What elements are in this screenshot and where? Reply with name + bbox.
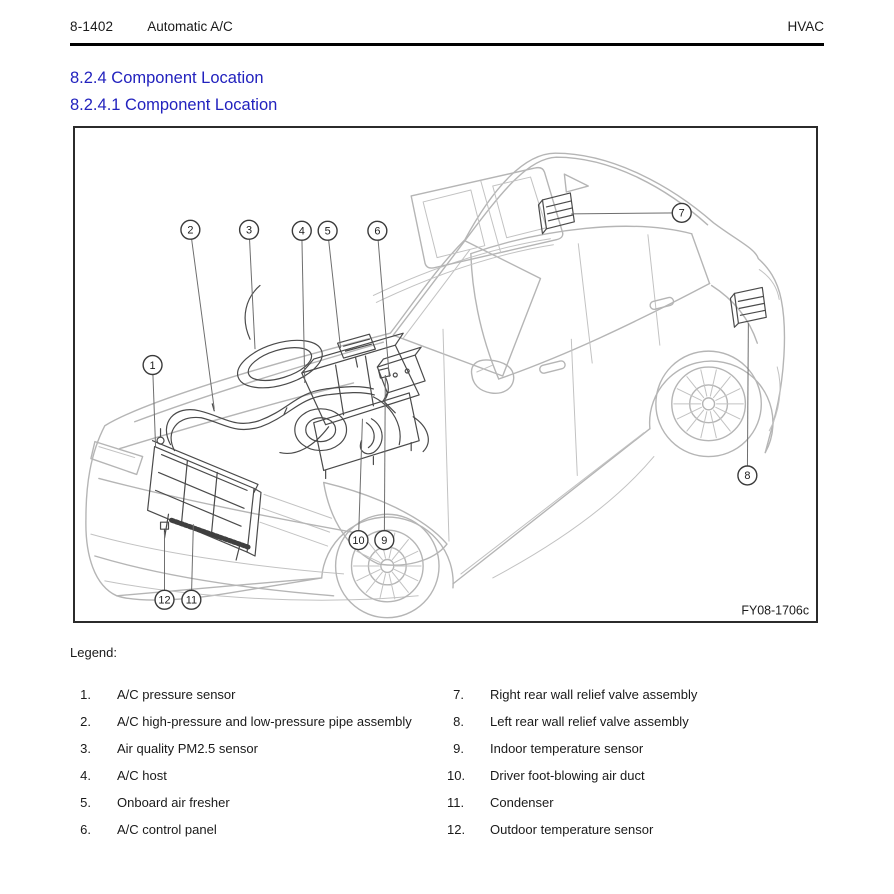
rear-wheel	[655, 350, 762, 457]
callout-7: 7	[571, 202, 692, 223]
legend-item-number: 5.	[80, 794, 91, 810]
callout-number: 7	[679, 207, 685, 219]
callout-5: 5	[317, 220, 342, 348]
legend-item-number: 4.	[80, 767, 91, 783]
legend-item-number: 12.	[447, 821, 466, 837]
subheading-component-location: 8.2.4.1 Component Location	[70, 95, 278, 114]
legend-item-label: Indoor temperature sensor	[490, 740, 644, 756]
legend-item-number: 6.	[80, 821, 91, 837]
rear-vent-drawing	[729, 286, 767, 328]
legend-item-1: 1. A/C pressure sensor	[70, 687, 447, 703]
section-title: Automatic A/C	[147, 19, 233, 34]
legend-item-4: 4. A/C host	[70, 768, 447, 784]
wheel-spokes	[352, 369, 744, 600]
legend-item-label: Outdoor temperature sensor	[490, 821, 654, 837]
legend-item-label: Right rear wall relief valve assembly	[490, 686, 698, 702]
callout-number: 10	[352, 535, 364, 547]
legend-item-label: Condenser	[490, 794, 554, 810]
front-wheel	[334, 513, 440, 619]
callout-number: 9	[381, 535, 387, 547]
legend-item-number: 2.	[80, 713, 91, 729]
page-number: 8-1402	[70, 19, 114, 34]
manual-page: 8-1402 Automatic A/C HVAC 8.2.4 Componen…	[70, 19, 824, 849]
legend-item-12: 12. Outdoor temperature sensor	[447, 822, 824, 838]
callout-9: 9	[374, 374, 395, 550]
running-header: 8-1402 Automatic A/C HVAC	[70, 19, 824, 34]
callout-12: 12	[154, 531, 175, 610]
callout-number: 1	[150, 360, 156, 372]
callout-2: 2	[180, 219, 215, 409]
legend-item-10: 10. Driver foot-blowing air duct	[447, 768, 824, 784]
legend-item-7: 7. Right rear wall relief valve assembly	[447, 687, 824, 703]
legend-item-number: 3.	[80, 740, 91, 756]
air-duct-drawing	[237, 284, 323, 389]
callout-number: 8	[744, 470, 750, 482]
air-fresher-drawing	[336, 333, 376, 368]
legend-list: 1. A/C pressure sensor 2. A/C high-pressure…	[70, 687, 824, 849]
legend-item-label: Left rear wall relief valve assembly	[490, 713, 689, 729]
callout-number: 5	[325, 225, 331, 237]
legend-item-number: 1.	[80, 686, 91, 702]
legend-column-right: 7. Right rear wall relief valve assembly 8…	[447, 687, 824, 849]
callout-number: 3	[246, 224, 252, 236]
car-body-outline	[85, 152, 786, 601]
legend-title: Legend:	[70, 644, 117, 660]
callout-number: 6	[374, 225, 380, 237]
roof-vent-drawing	[537, 192, 575, 235]
legend-item-9: 9. Indoor temperature sensor	[447, 741, 824, 757]
legend-item-label: Driver foot-blowing air duct	[490, 767, 645, 783]
legend-item-number: 7.	[453, 686, 464, 702]
legend-item-11: 11. Condenser	[447, 795, 824, 811]
legend-item-label: Onboard air fresher	[117, 794, 230, 810]
condenser-drawing	[147, 439, 262, 561]
pressure-sensor-drawing	[156, 427, 165, 445]
callout-number: 2	[187, 224, 193, 236]
ac-pipes-drawing	[165, 385, 375, 451]
legend-item-label: A/C control panel	[117, 821, 217, 837]
callout-3: 3	[238, 219, 260, 349]
legend-item-number: 10.	[447, 767, 466, 783]
callout-6: 6	[367, 220, 390, 377]
figure-code: FY08-1706c	[741, 603, 809, 617]
indoor-temp-sensor-drawing	[377, 367, 391, 400]
chapter-title: HVAC	[787, 19, 824, 34]
callout-1: 1	[142, 354, 163, 447]
callout-10: 10	[348, 418, 369, 550]
legend-item-number: 11.	[447, 794, 465, 810]
legend-item-label: Air quality PM2.5 sensor	[117, 740, 258, 756]
legend-column-left: 1. A/C pressure sensor 2. A/C high-pressure…	[70, 687, 447, 849]
legend-item-number: 9.	[453, 740, 464, 756]
callout-11: 11	[181, 523, 202, 610]
legend-item-8: 8. Left rear wall relief valve assembly	[447, 714, 824, 730]
legend-item-number: 8.	[453, 713, 464, 729]
legend-item-6: 6. A/C control panel	[70, 822, 447, 838]
callout-4: 4	[291, 220, 312, 383]
legend-item-label: A/C host	[117, 767, 167, 783]
callout-8: 8	[737, 322, 758, 486]
legend-item-label: A/C high-pressure and low-pressure pipe …	[117, 713, 412, 729]
callout-number: 4	[299, 225, 305, 237]
foot-duct-drawing	[359, 417, 383, 455]
legend-item-label: A/C pressure sensor	[117, 686, 236, 702]
legend-item-2: 2. A/C high-pressure and low-pressure pip…	[70, 714, 447, 730]
header-rule	[70, 43, 824, 46]
callout-number: 12	[158, 594, 170, 606]
callout-number: 11	[186, 594, 197, 606]
control-panel-drawing	[376, 346, 426, 414]
legend-item-3: 3. Air quality PM2.5 sensor	[70, 741, 447, 757]
heading-component-location: 8.2.4 Component Location	[70, 68, 264, 87]
hvac-unit-drawing	[279, 332, 429, 479]
legend-item-5: 5. Onboard air fresher	[70, 795, 447, 811]
